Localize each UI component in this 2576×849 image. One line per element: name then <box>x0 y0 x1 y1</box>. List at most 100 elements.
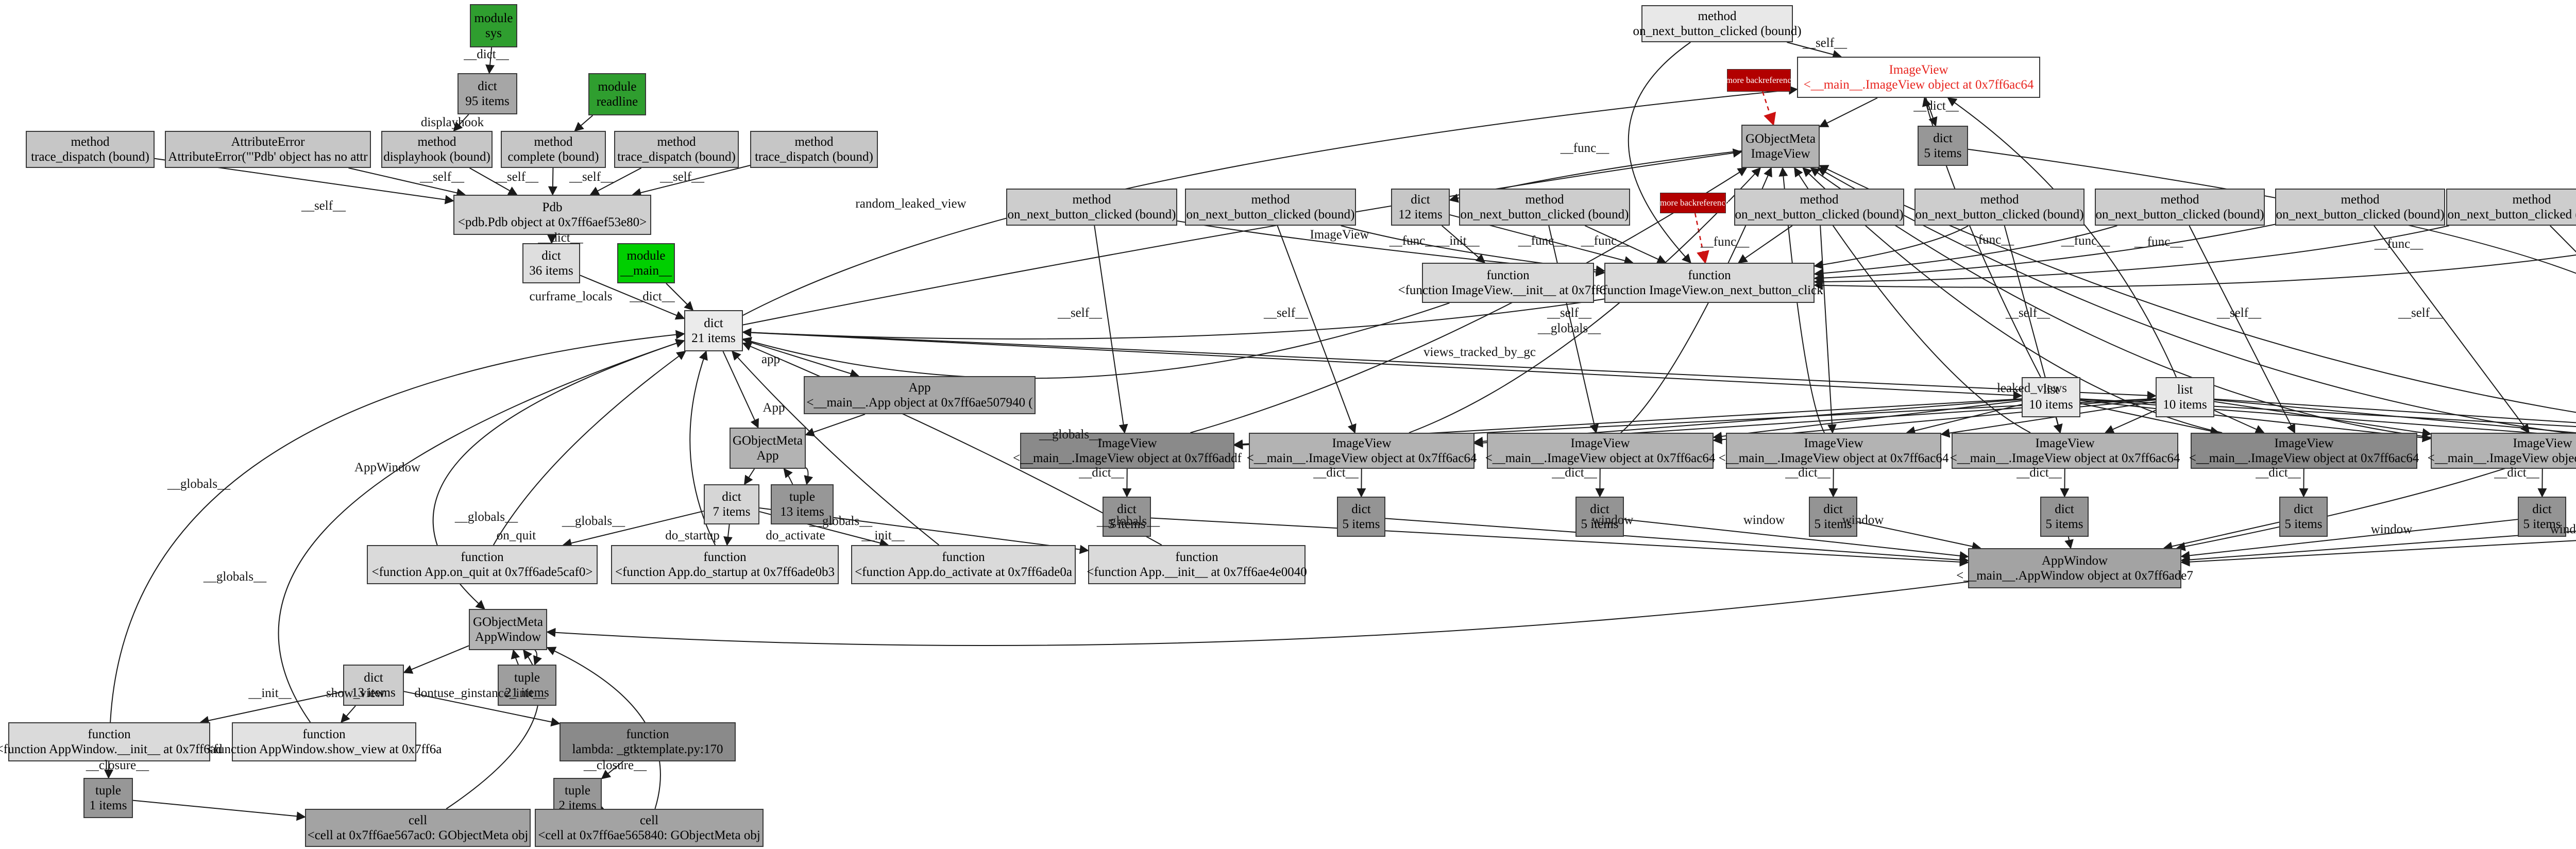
edge-label-__closure__: __closure__ <box>583 758 647 772</box>
edge-label-AppWindow: AppWindow <box>354 461 421 474</box>
edge-d7-to-appwin <box>2180 519 2518 561</box>
edge-dict21-to-iv_red <box>742 85 1798 316</box>
edge-m8-to-f_onbc <box>1814 225 2450 286</box>
node-dict36-line: 36 items <box>529 264 573 278</box>
node-m_td3-line: method <box>794 134 834 149</box>
node-f_appinit-line: <function App.__init__ at 0x7ff6ae4e0040 <box>1087 565 1307 579</box>
node-dict21-line: dict <box>704 316 723 330</box>
edge-iv9-to-gm_iv <box>1819 165 2576 413</box>
edge-label-__globals__: __globals__ <box>1039 428 1103 442</box>
edge-m4-to-f_onbc <box>1738 225 1793 264</box>
node-list1-line: list <box>2043 382 2059 397</box>
node-app-line: App <box>908 380 931 395</box>
edge-label-show_view: show_view <box>326 686 385 700</box>
node-m_td1-line: method <box>71 134 110 149</box>
node-d2-line: dict <box>1351 502 1371 516</box>
node-f_dostartup: function<function App.do_startup at 0x7f… <box>611 545 839 584</box>
edge-list1-to-iv6 <box>2080 403 2220 436</box>
edge-m2-to-iv2 <box>1277 225 1357 434</box>
edge-label-__globals__: __globals__ <box>454 510 518 524</box>
edge-dict36-to-dict21 <box>580 275 685 320</box>
node-tuple21-line: tuple <box>514 670 540 685</box>
node-m7-line: on_next_button_clicked (bound) <box>2276 208 2445 222</box>
node-dict95-line: dict <box>478 79 497 93</box>
node-attrerr-line: AttributeError <box>231 134 305 149</box>
node-iv3: ImageView<__main__.ImageView object at 0… <box>1485 433 1715 469</box>
node-pdb: Pdb<pdb.Pdb object at 0x7ff6aef53e80> <box>453 195 651 235</box>
edge-dict7-to-f_onquit <box>562 511 704 548</box>
edge-m5-to-f_onbc <box>1814 225 1969 269</box>
edge-gm_appwin-to-dict13 <box>403 645 469 674</box>
edge-label-__self__: __self__ <box>2398 306 2443 320</box>
edge-d5-to-appwin <box>2064 536 2074 549</box>
node-dict7-line: dict <box>722 489 741 504</box>
node-iv5-line: <__main__.ImageView object at 0x7ff6ac64 <box>1950 451 2180 465</box>
node-f_showview-line: <function AppWindow.show_view at 0x7ff6a <box>206 742 442 756</box>
edge-label-__globals__: __globals__ <box>562 514 625 528</box>
edge-label-__dict__: __dict__ <box>2494 466 2539 480</box>
edge-f_lambda-to-tuple2 <box>601 761 624 779</box>
node-m_td3-line: trace_dispatch (bound) <box>755 150 873 164</box>
node-d4-line: 5 items <box>1814 517 1852 531</box>
edge-label-__self__: __self__ <box>2216 306 2262 320</box>
node-f_onquit-line: <function App.on_quit at 0x7ff6ade5caf0> <box>371 565 593 579</box>
edge-dict95-to-m_disp <box>453 114 469 132</box>
edge-m3-to-f_onbc <box>1584 225 1667 264</box>
node-d6-line: dict <box>2294 502 2313 516</box>
node-readline-line: readline <box>596 95 638 109</box>
node-iv5: ImageView<__main__.ImageView object at 0… <box>1950 433 2180 469</box>
node-m_td2-line: method <box>657 134 696 149</box>
node-red4: 4 more backreferences <box>1719 69 1799 92</box>
node-iv1-line: <__main__.ImageView object at 0x7ff6addf <box>1013 451 1242 465</box>
edge-d3-to-appwin <box>1623 519 1969 561</box>
edge-f_ivinit-to-dict21 <box>742 302 1450 379</box>
edge-dict21-to-app <box>742 339 860 378</box>
edge-label-window: window <box>2370 522 2413 536</box>
edge-main-to-dict21 <box>666 283 694 311</box>
node-iv5-line: ImageView <box>2035 436 2095 450</box>
node-m_top-line: on_next_button_clicked (bound) <box>1633 24 1802 38</box>
node-gm_app-line: GObjectMeta <box>732 433 803 448</box>
edge-label-__init__: __init__ <box>1436 234 1480 248</box>
node-gm_iv-line: GObjectMeta <box>1745 131 1816 146</box>
edge-label-__self__: __self__ <box>569 170 614 184</box>
edge-dict7-to-f_dostartup <box>723 524 733 546</box>
node-f_ivinit-line: <function ImageView.__init__ at 0x7ff6ad <box>1398 283 1618 297</box>
node-cell2-line: <cell at 0x7ff6ae565840: GObjectMeta obj <box>538 828 760 842</box>
edge-label-__self__: __self__ <box>1057 306 1103 320</box>
node-m_td1-line: trace_dispatch (bound) <box>31 150 149 164</box>
node-f_onbc: function<function ImageView.on_next_butt… <box>1596 263 1823 303</box>
node-f_onquit: function<function App.on_quit at 0x7ff6a… <box>367 545 598 584</box>
node-f_ivinit-line: function <box>1486 268 1530 282</box>
node-m6-line: on_next_button_clicked (bound) <box>2095 208 2264 222</box>
node-m_comp-line: complete (bound) <box>507 150 599 164</box>
edge-m_td2-to-pdb <box>589 167 642 195</box>
edge-iv8-to-gm_iv <box>1817 167 2576 435</box>
node-f_appinit-line: function <box>1175 550 1218 564</box>
edge-f_awinit-to-dict21 <box>110 330 685 723</box>
node-red1-line: 1 more backreferences <box>1653 197 1733 208</box>
edge-label-__dict__: __dict__ <box>1313 466 1359 480</box>
edge-readline-to-m_comp <box>574 115 594 132</box>
edge-label-do_activate: do_activate <box>766 529 825 542</box>
node-iv1-line: ImageView <box>1097 436 1157 450</box>
node-tuple1-line: tuple <box>95 783 121 797</box>
edge-list2-to-iv5 <box>2104 410 2156 434</box>
edge-red4-to-gm_iv <box>1762 91 1776 126</box>
edge-m_top-to-f_onbc <box>1628 42 1691 264</box>
node-dict5top-line: dict <box>1933 131 1953 145</box>
node-iv2: ImageView<__main__.ImageView object at 0… <box>1247 433 1477 469</box>
node-cell1-line: <cell at 0x7ff6ae567ac0: GObjectMeta obj <box>307 828 529 842</box>
